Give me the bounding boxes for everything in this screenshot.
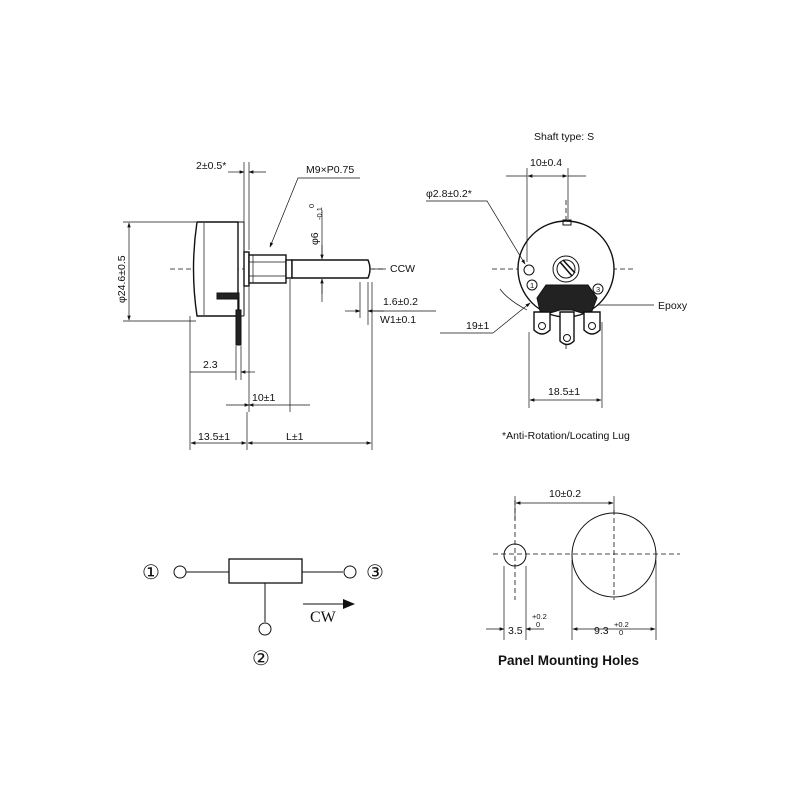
small-hole [503, 543, 527, 567]
terminals [533, 311, 601, 346]
potentiometer-body [192, 221, 239, 317]
terminal-3-node [343, 565, 357, 579]
dim-bushing-length: 10±1 [252, 392, 275, 404]
terminal-1-label: ① [142, 562, 160, 584]
terminal-3-label: ③ [366, 562, 384, 584]
shaft [291, 259, 371, 279]
label-epoxy: Epoxy [658, 300, 688, 312]
dim-large-hole: 9.3 [594, 625, 609, 637]
anti-rotation-lug [523, 264, 535, 276]
terminal-1-mark: 1 [530, 281, 534, 290]
dim-large-tol-lower: 0 [619, 628, 623, 637]
terminal-lug [216, 292, 240, 300]
terminal-2-node [258, 622, 272, 636]
dim-shaft-length: L±1 [286, 431, 304, 443]
resistor [228, 558, 303, 584]
threaded-bushing [248, 254, 287, 284]
dim-slot: 1.6±0.2 [383, 296, 418, 308]
dim-small-hole: 3.5 [508, 625, 523, 637]
dim-small-tol-upper: +0.2 [532, 612, 547, 621]
dim-body-dia: φ24.6±0.5 [116, 255, 128, 303]
dim-angle: 19±1 [466, 320, 489, 332]
dim-front-width: 10±0.4 [530, 157, 562, 169]
dim-large-tol-upper: +0.2 [614, 620, 629, 629]
dim-terminal-span: 18.5±1 [548, 386, 580, 398]
dim-flange-thickness: 2±0.5* [196, 160, 226, 172]
dim-thread: M9×P0.75 [306, 164, 354, 176]
schematic: ① ③ ② CW [142, 558, 384, 670]
dim-shaft-dia: φ6 [309, 232, 321, 245]
dim-lug-dia: φ2.8±0.2* [426, 188, 472, 200]
side-view: 2±0.5* M9×P0.75 φ6 -0.1 0 φ24.6±0.5 CCW … [116, 160, 436, 450]
dim-small-tol-lower: 0 [536, 620, 540, 629]
epoxy-block [536, 284, 598, 314]
panel-mounting-holes: 10±0.2 3.5 +0.2 0 9.3 +0.2 0 Panel Mount… [486, 488, 680, 668]
footnote-lug: *Anti-Rotation/Locating Lug [502, 430, 630, 442]
dim-terminal-offset: 2.3 [203, 359, 218, 371]
dim-w1: W1±0.1 [380, 314, 416, 326]
dim-shaft-tol: -0.1 [315, 207, 324, 220]
front-view: Shaft type: S 1 3 [426, 131, 688, 442]
dim-hole-spacing: 10±0.2 [549, 488, 581, 500]
label-ccw: CCW [390, 263, 415, 275]
dim-body-depth: 13.5±1 [198, 431, 230, 443]
terminal-3-mark: 3 [596, 285, 600, 294]
label-shaft-type: Shaft type: S [534, 131, 594, 143]
label-cw: CW [310, 609, 337, 626]
terminal-1-node [173, 565, 187, 579]
mounting-flange [243, 251, 250, 287]
dim-shaft-tol-upper: 0 [307, 204, 316, 208]
shaft-end [552, 255, 580, 283]
panel-title: Panel Mounting Holes [498, 653, 639, 668]
terminal-2-label: ② [252, 648, 270, 670]
